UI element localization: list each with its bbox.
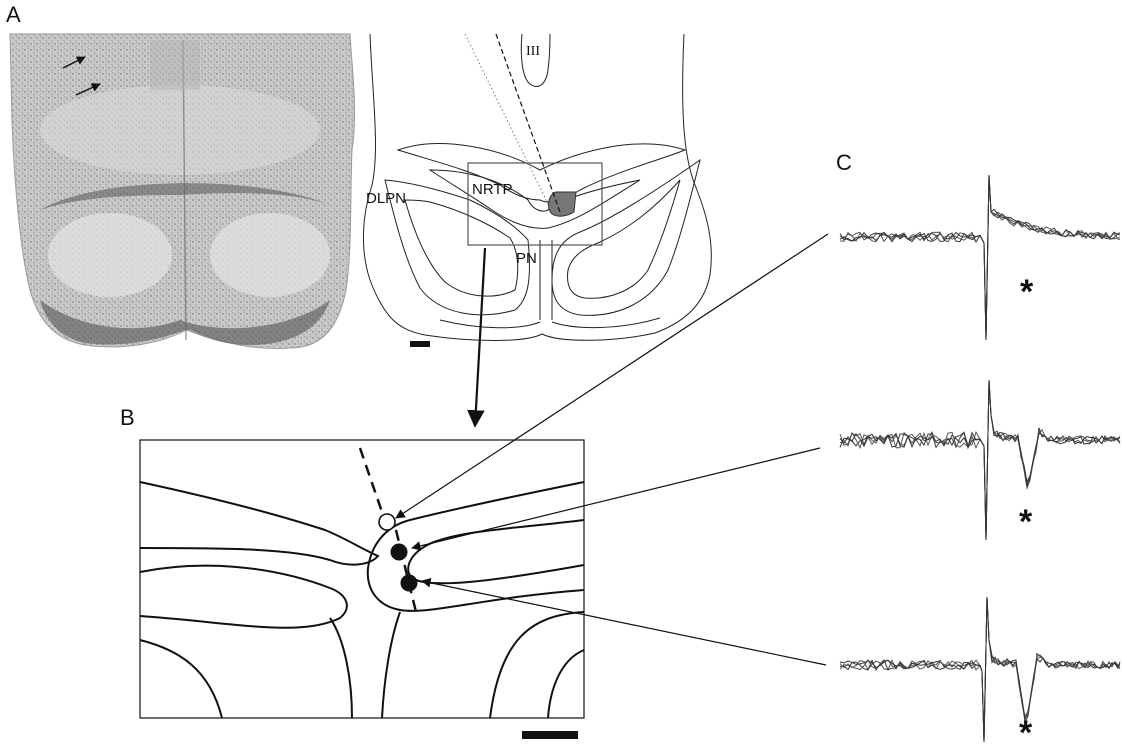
trace-marker-middle: * (1019, 503, 1033, 541)
voltage-trace (840, 597, 1120, 742)
schematic-nucleus-inner (408, 520, 584, 583)
atlas-inset-box (468, 163, 602, 245)
panel-b-schematic (140, 440, 584, 718)
voltage-trace (840, 175, 1120, 340)
atlas-drawing: III (363, 34, 711, 347)
atlas-midline (540, 240, 552, 320)
recording-site-filled-1 (391, 544, 408, 561)
label-nrtp: NRTP (472, 181, 513, 198)
schematic-left-lobe (140, 566, 347, 628)
voltage-trace (840, 380, 1120, 540)
schematic-left-branch (140, 640, 222, 718)
histology-fiber-region-right (210, 213, 330, 297)
atlas-right-lobe-inner (568, 180, 680, 298)
recording-site-open (379, 514, 395, 530)
trace-group-bottom (840, 597, 1120, 742)
inset-to-b-arrow (475, 248, 485, 426)
recording-site-filled-2 (401, 575, 418, 592)
voltage-trace (840, 380, 1120, 540)
label-third-ventricle: III (526, 44, 540, 59)
panel-letter-a: A (6, 2, 21, 27)
scale-bar-a (410, 341, 430, 347)
voltage-trace (840, 597, 1120, 742)
atlas-base (440, 318, 660, 328)
panel-letter-c: C (836, 150, 852, 175)
atlas-nrtp-inner (430, 170, 640, 228)
histology-upper-region (40, 85, 320, 175)
voltage-trace (840, 380, 1120, 540)
electrode-track-upper (360, 448, 382, 512)
connector-arrow-middle (412, 448, 820, 548)
connector-arrow-top (396, 234, 828, 518)
voltage-trace (840, 380, 1120, 540)
voltage-trace (840, 175, 1120, 340)
connector-arrow-bottom (422, 581, 826, 665)
voltage-trace (840, 597, 1120, 742)
voltage-trace (840, 597, 1120, 742)
trace-groups (840, 175, 1120, 742)
schematic-mid-branch-left (330, 618, 352, 718)
panel-b-frame (140, 440, 584, 718)
schematic-far-right-branch (548, 650, 584, 718)
trace-marker-bottom: * (1019, 714, 1033, 745)
histology-ventricle (150, 40, 200, 90)
atlas-third-ventricle (521, 34, 550, 86)
histology-section (10, 34, 355, 348)
label-dlpn: DLPN (366, 190, 406, 207)
trace-marker-top: * (1020, 273, 1034, 311)
atlas-lesion (549, 192, 576, 216)
schematic-right-branch (490, 612, 584, 718)
atlas-left-lobe-inner (405, 200, 518, 296)
panel-letter-b: B (120, 405, 135, 430)
electrode-track-lower (396, 530, 416, 612)
atlas-nrtp-band (398, 144, 685, 202)
scale-bar-b (522, 731, 578, 739)
schematic-upper-lobe (140, 482, 378, 565)
voltage-trace (840, 175, 1120, 340)
trace-group-top (840, 175, 1120, 340)
trace-group-middle (840, 380, 1120, 540)
histology-fiber-region-left (48, 213, 172, 297)
schematic-mid-branch-right (382, 612, 400, 718)
voltage-trace (840, 175, 1120, 340)
label-pn: PN (516, 250, 537, 267)
